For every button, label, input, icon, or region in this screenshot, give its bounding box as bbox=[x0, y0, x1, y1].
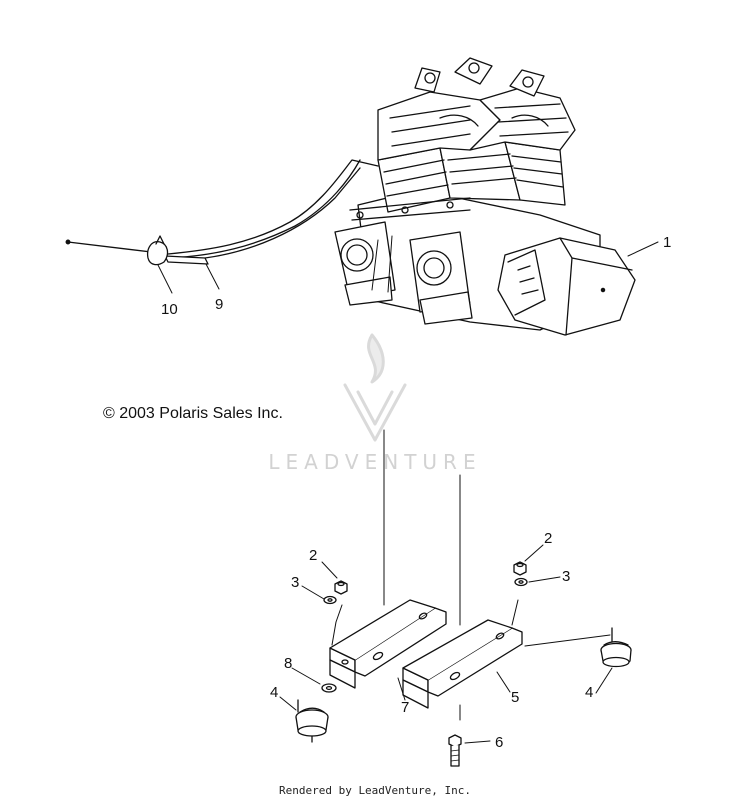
washer-right[interactable] bbox=[514, 577, 528, 587]
callout-3-right: 3 bbox=[562, 568, 570, 585]
engine-mount-bracket-right[interactable] bbox=[402, 619, 523, 709]
callout-1: 1 bbox=[663, 234, 671, 251]
callout-9: 9 bbox=[215, 296, 223, 313]
callout-2-right: 2 bbox=[544, 530, 552, 547]
callout-6: 6 bbox=[495, 734, 503, 751]
nut-left[interactable] bbox=[334, 580, 348, 595]
callout-7: 7 bbox=[401, 699, 409, 716]
callout-4-right: 4 bbox=[585, 684, 593, 701]
nut-right[interactable] bbox=[513, 561, 527, 576]
callout-leaders bbox=[157, 241, 659, 744]
recoil-housing bbox=[497, 237, 636, 336]
throttle-cable[interactable] bbox=[65, 159, 379, 265]
cable-clip[interactable] bbox=[146, 235, 169, 266]
callout-4-left: 4 bbox=[270, 684, 278, 701]
callout-labels: 1 10 9 2 3 2 3 8 4 4 5 7 6 bbox=[161, 234, 671, 751]
callout-2-left: 2 bbox=[309, 547, 317, 564]
callout-3-left: 3 bbox=[291, 574, 299, 591]
carburetor-left bbox=[334, 221, 396, 306]
watermark-brand-text: LEADVENTURE bbox=[268, 450, 482, 474]
callout-10: 10 bbox=[161, 301, 178, 318]
washer-left[interactable] bbox=[323, 595, 337, 605]
engine-mount-bracket-left[interactable] bbox=[329, 599, 447, 689]
engine-assembly[interactable] bbox=[334, 57, 636, 336]
carburetor-right bbox=[409, 231, 473, 325]
leadventure-flame-logo-icon bbox=[343, 333, 407, 442]
callout-8: 8 bbox=[284, 655, 292, 672]
rendered-by-footer: Rendered by LeadVenture, Inc. bbox=[278, 784, 472, 797]
rubber-isolator-mount-right[interactable] bbox=[600, 627, 632, 668]
mounting-bolt[interactable] bbox=[448, 734, 462, 767]
copyright-notice: © 2003 Polaris Sales Inc. bbox=[103, 405, 283, 422]
callout-5: 5 bbox=[511, 689, 519, 706]
rubber-isolator-mount-left[interactable] bbox=[295, 699, 329, 743]
washer-spacer[interactable] bbox=[321, 683, 337, 693]
